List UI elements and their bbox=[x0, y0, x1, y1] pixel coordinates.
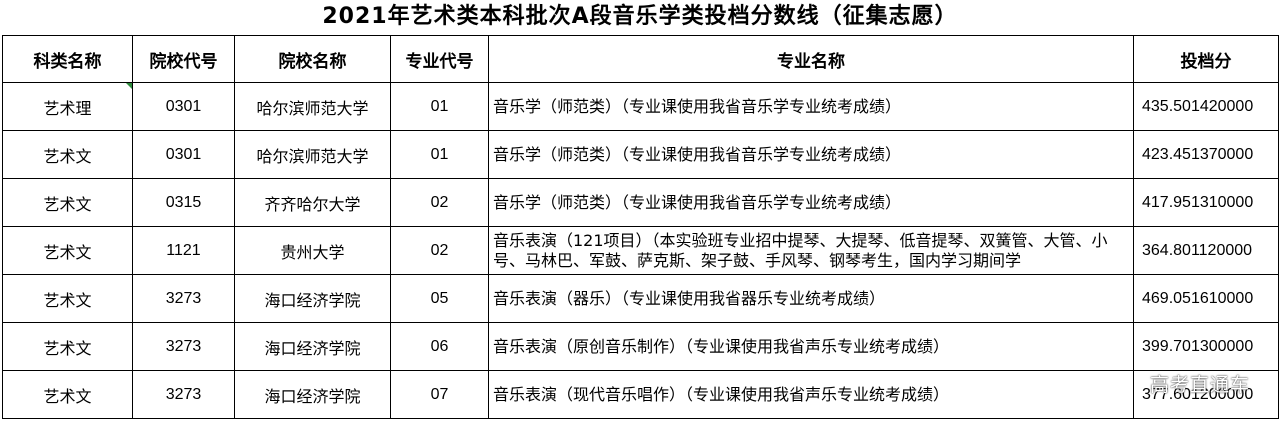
cell-school-name[interactable]: 哈尔滨师范大学 bbox=[234, 130, 391, 179]
table-row: 艺术文 1121 贵州大学 02 音乐表演（121项目）（本实验班专业招中提琴、… bbox=[2, 226, 1279, 275]
cell-major-code[interactable]: 07 bbox=[390, 370, 489, 419]
cell-score[interactable]: 417.951310000 bbox=[1133, 178, 1279, 227]
column-header-major-name[interactable]: 专业名称 bbox=[488, 35, 1134, 83]
cell-category[interactable]: 艺术文 bbox=[2, 130, 133, 179]
cell-school-code[interactable]: 3273 bbox=[132, 370, 235, 419]
column-header-school-code[interactable]: 院校代号 bbox=[132, 35, 235, 83]
cell-major-name[interactable]: 音乐学（师范类）（专业课使用我省音乐学专业统考成绩） bbox=[488, 178, 1134, 227]
cell-major-name[interactable]: 音乐学（师范类）（专业课使用我省音乐学专业统考成绩） bbox=[488, 130, 1134, 179]
cell-major-code[interactable]: 06 bbox=[390, 322, 489, 371]
column-header-score[interactable]: 投档分 bbox=[1133, 35, 1279, 83]
cell-major-name[interactable]: 音乐表演（器乐）（专业课使用我省器乐专业统考成绩） bbox=[488, 274, 1134, 323]
cell-score[interactable]: 469.051610000 bbox=[1133, 274, 1279, 323]
cell-score[interactable]: 435.501420000 bbox=[1133, 82, 1279, 131]
cell-school-name[interactable]: 贵州大学 bbox=[234, 226, 391, 275]
cell-major-code[interactable]: 01 bbox=[390, 82, 489, 131]
cell-school-code[interactable]: 0301 bbox=[132, 82, 235, 131]
cell-school-name[interactable]: 海口经济学院 bbox=[234, 274, 391, 323]
cell-school-name[interactable]: 哈尔滨师范大学 bbox=[234, 82, 391, 131]
cell-score[interactable]: 399.701300000 bbox=[1133, 322, 1279, 371]
table-row: 艺术理 0301 哈尔滨师范大学 01 音乐学（师范类）（专业课使用我省音乐学专… bbox=[2, 82, 1279, 131]
cell-school-name[interactable]: 海口经济学院 bbox=[234, 370, 391, 419]
cell-category[interactable]: 艺术文 bbox=[2, 178, 133, 227]
cell-major-code[interactable]: 02 bbox=[390, 178, 489, 227]
cell-category-text: 艺术理 bbox=[43, 98, 92, 118]
cell-category[interactable]: 艺术文 bbox=[2, 370, 133, 419]
column-header-school-name[interactable]: 院校名称 bbox=[234, 35, 391, 83]
column-header-major-code[interactable]: 专业代号 bbox=[390, 35, 489, 83]
cell-school-code[interactable]: 3273 bbox=[132, 274, 235, 323]
cell-major-code[interactable]: 05 bbox=[390, 274, 489, 323]
table-row: 艺术文 0315 齐齐哈尔大学 02 音乐学（师范类）（专业课使用我省音乐学专业… bbox=[2, 178, 1279, 227]
cell-score[interactable]: 377.601200000 bbox=[1133, 370, 1279, 419]
cell-category[interactable]: 艺术文 bbox=[2, 322, 133, 371]
column-header-category[interactable]: 科类名称 bbox=[2, 35, 133, 83]
cell-major-name[interactable]: 音乐学（师范类）（专业课使用我省音乐学专业统考成绩） bbox=[488, 82, 1134, 131]
cell-major-code[interactable]: 01 bbox=[390, 130, 489, 179]
cell-school-code[interactable]: 3273 bbox=[132, 322, 235, 371]
cell-major-name[interactable]: 音乐表演（121项目）（本实验班专业招中提琴、大提琴、低音提琴、双簧管、大管、小… bbox=[488, 226, 1134, 275]
table-row: 艺术文 3273 海口经济学院 05 音乐表演（器乐）（专业课使用我省器乐专业统… bbox=[2, 274, 1279, 323]
cell-category[interactable]: 艺术文 bbox=[2, 274, 133, 323]
cell-score[interactable]: 364.801120000 bbox=[1133, 226, 1279, 275]
table-header-row: 科类名称 院校代号 院校名称 专业代号 专业名称 投档分 bbox=[2, 35, 1279, 83]
cell-major-code[interactable]: 02 bbox=[390, 226, 489, 275]
cell-category[interactable]: 艺术理 bbox=[2, 82, 133, 131]
page-title: 2021年艺术类本科批次A段音乐学类投档分数线（征集志愿） bbox=[322, 4, 958, 29]
cell-school-name[interactable]: 齐齐哈尔大学 bbox=[234, 178, 391, 227]
watermark: 高考直通车 bbox=[1149, 374, 1250, 396]
cell-major-name[interactable]: 音乐表演（现代音乐唱作）（专业课使用我省声乐专业统考成绩） bbox=[488, 370, 1134, 419]
table-row: 艺术文 3273 海口经济学院 06 音乐表演（原创音乐制作）（专业课使用我省声… bbox=[2, 322, 1279, 371]
cell-comment-marker bbox=[126, 83, 132, 89]
cell-school-code[interactable]: 1121 bbox=[132, 226, 235, 275]
cell-school-name[interactable]: 海口经济学院 bbox=[234, 322, 391, 371]
cell-school-code[interactable]: 0315 bbox=[132, 178, 235, 227]
table-row: 艺术文 0301 哈尔滨师范大学 01 音乐学（师范类）（专业课使用我省音乐学专… bbox=[2, 130, 1279, 179]
table-row: 艺术文 3273 海口经济学院 07 音乐表演（现代音乐唱作）（专业课使用我省声… bbox=[2, 370, 1279, 419]
cell-score[interactable]: 423.451370000 bbox=[1133, 130, 1279, 179]
cell-school-code[interactable]: 0301 bbox=[132, 130, 235, 179]
score-table: 科类名称 院校代号 院校名称 专业代号 专业名称 投档分 艺术理 0301 哈尔… bbox=[2, 35, 1279, 419]
cell-major-name[interactable]: 音乐表演（原创音乐制作）（专业课使用我省声乐专业统考成绩） bbox=[488, 322, 1134, 371]
cell-category[interactable]: 艺术文 bbox=[2, 226, 133, 275]
